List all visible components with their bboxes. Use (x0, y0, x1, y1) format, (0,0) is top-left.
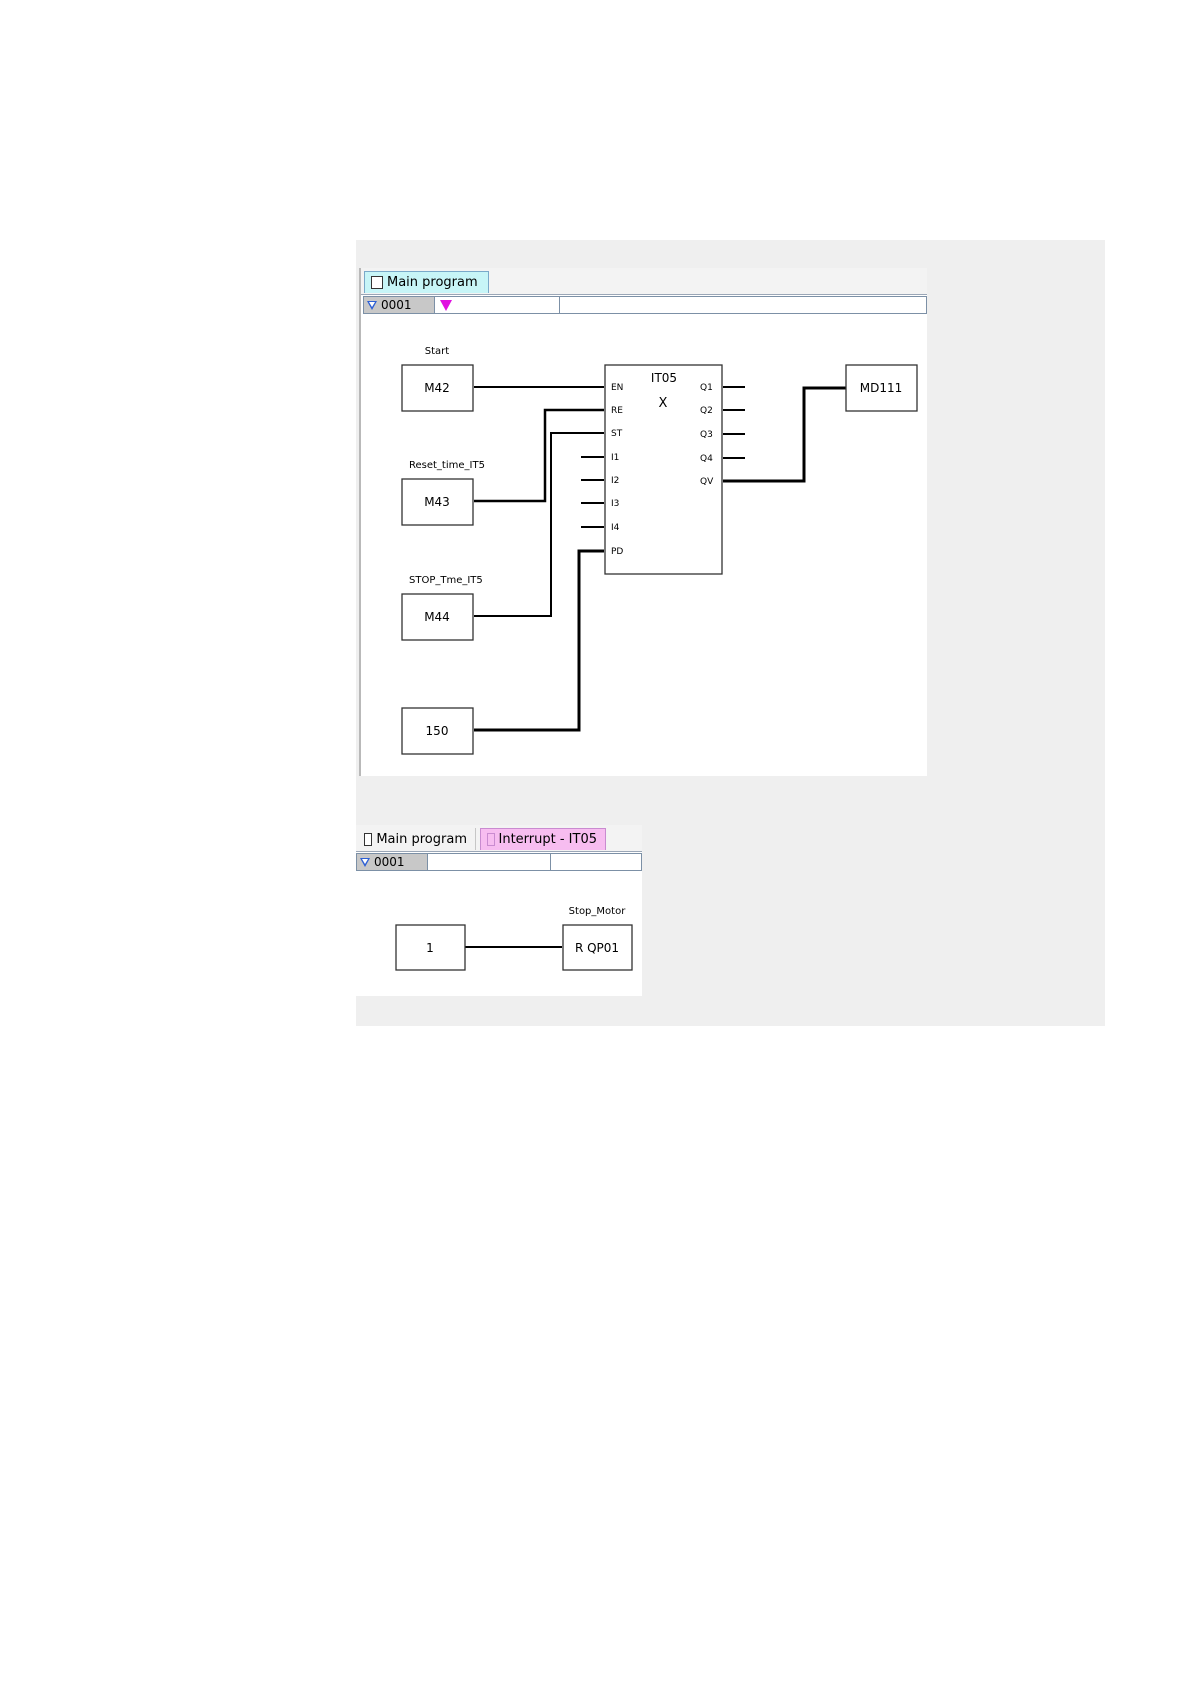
pin-i2: I2 (611, 476, 619, 486)
wire-m44-st (474, 433, 604, 616)
operand-m42: M42 (424, 381, 450, 395)
label-reset-time: Reset_time_IT5 (409, 460, 485, 471)
pin-q1: Q1 (700, 383, 713, 393)
label-stop-time: STOP_Tme_IT5 (409, 575, 483, 586)
pin-en: EN (611, 383, 623, 393)
coil-operand: R QP01 (575, 941, 619, 955)
pin-i3: I3 (611, 499, 619, 509)
operand-constant: 1 (426, 941, 434, 955)
pin-re: RE (611, 406, 623, 416)
pin-pd: PD (611, 547, 623, 557)
operand-m43: M43 (424, 495, 450, 509)
interrupt-program-editor: Main program Interrupt - IT05 0001 1 R Q… (356, 825, 642, 996)
label-stop-motor: Stop_Motor (569, 906, 627, 917)
pin-q2: Q2 (700, 406, 713, 416)
pin-qv: QV (700, 477, 714, 487)
block-mark: X (659, 396, 668, 411)
interrupt-diagram: 1 R QP01 Stop_Motor (356, 825, 642, 996)
wire-m43-re (474, 410, 604, 501)
block-name: IT05 (651, 371, 677, 385)
main-program-editor: Main program 0001 (359, 268, 927, 776)
pin-i4: I4 (611, 523, 620, 533)
wire-150-pd (474, 551, 604, 730)
label-start: Start (425, 346, 450, 357)
pin-q3: Q3 (700, 430, 713, 440)
operand-md111: MD111 (860, 381, 903, 395)
operand-m44: M44 (424, 610, 450, 624)
operand-150: 150 (426, 724, 449, 738)
pin-st: ST (611, 429, 623, 439)
pin-q4: Q4 (700, 454, 713, 464)
pin-i1: I1 (611, 453, 619, 463)
function-block-diagram: M42 M43 M44 150 MD111 Start Reset_time_I… (361, 268, 927, 776)
